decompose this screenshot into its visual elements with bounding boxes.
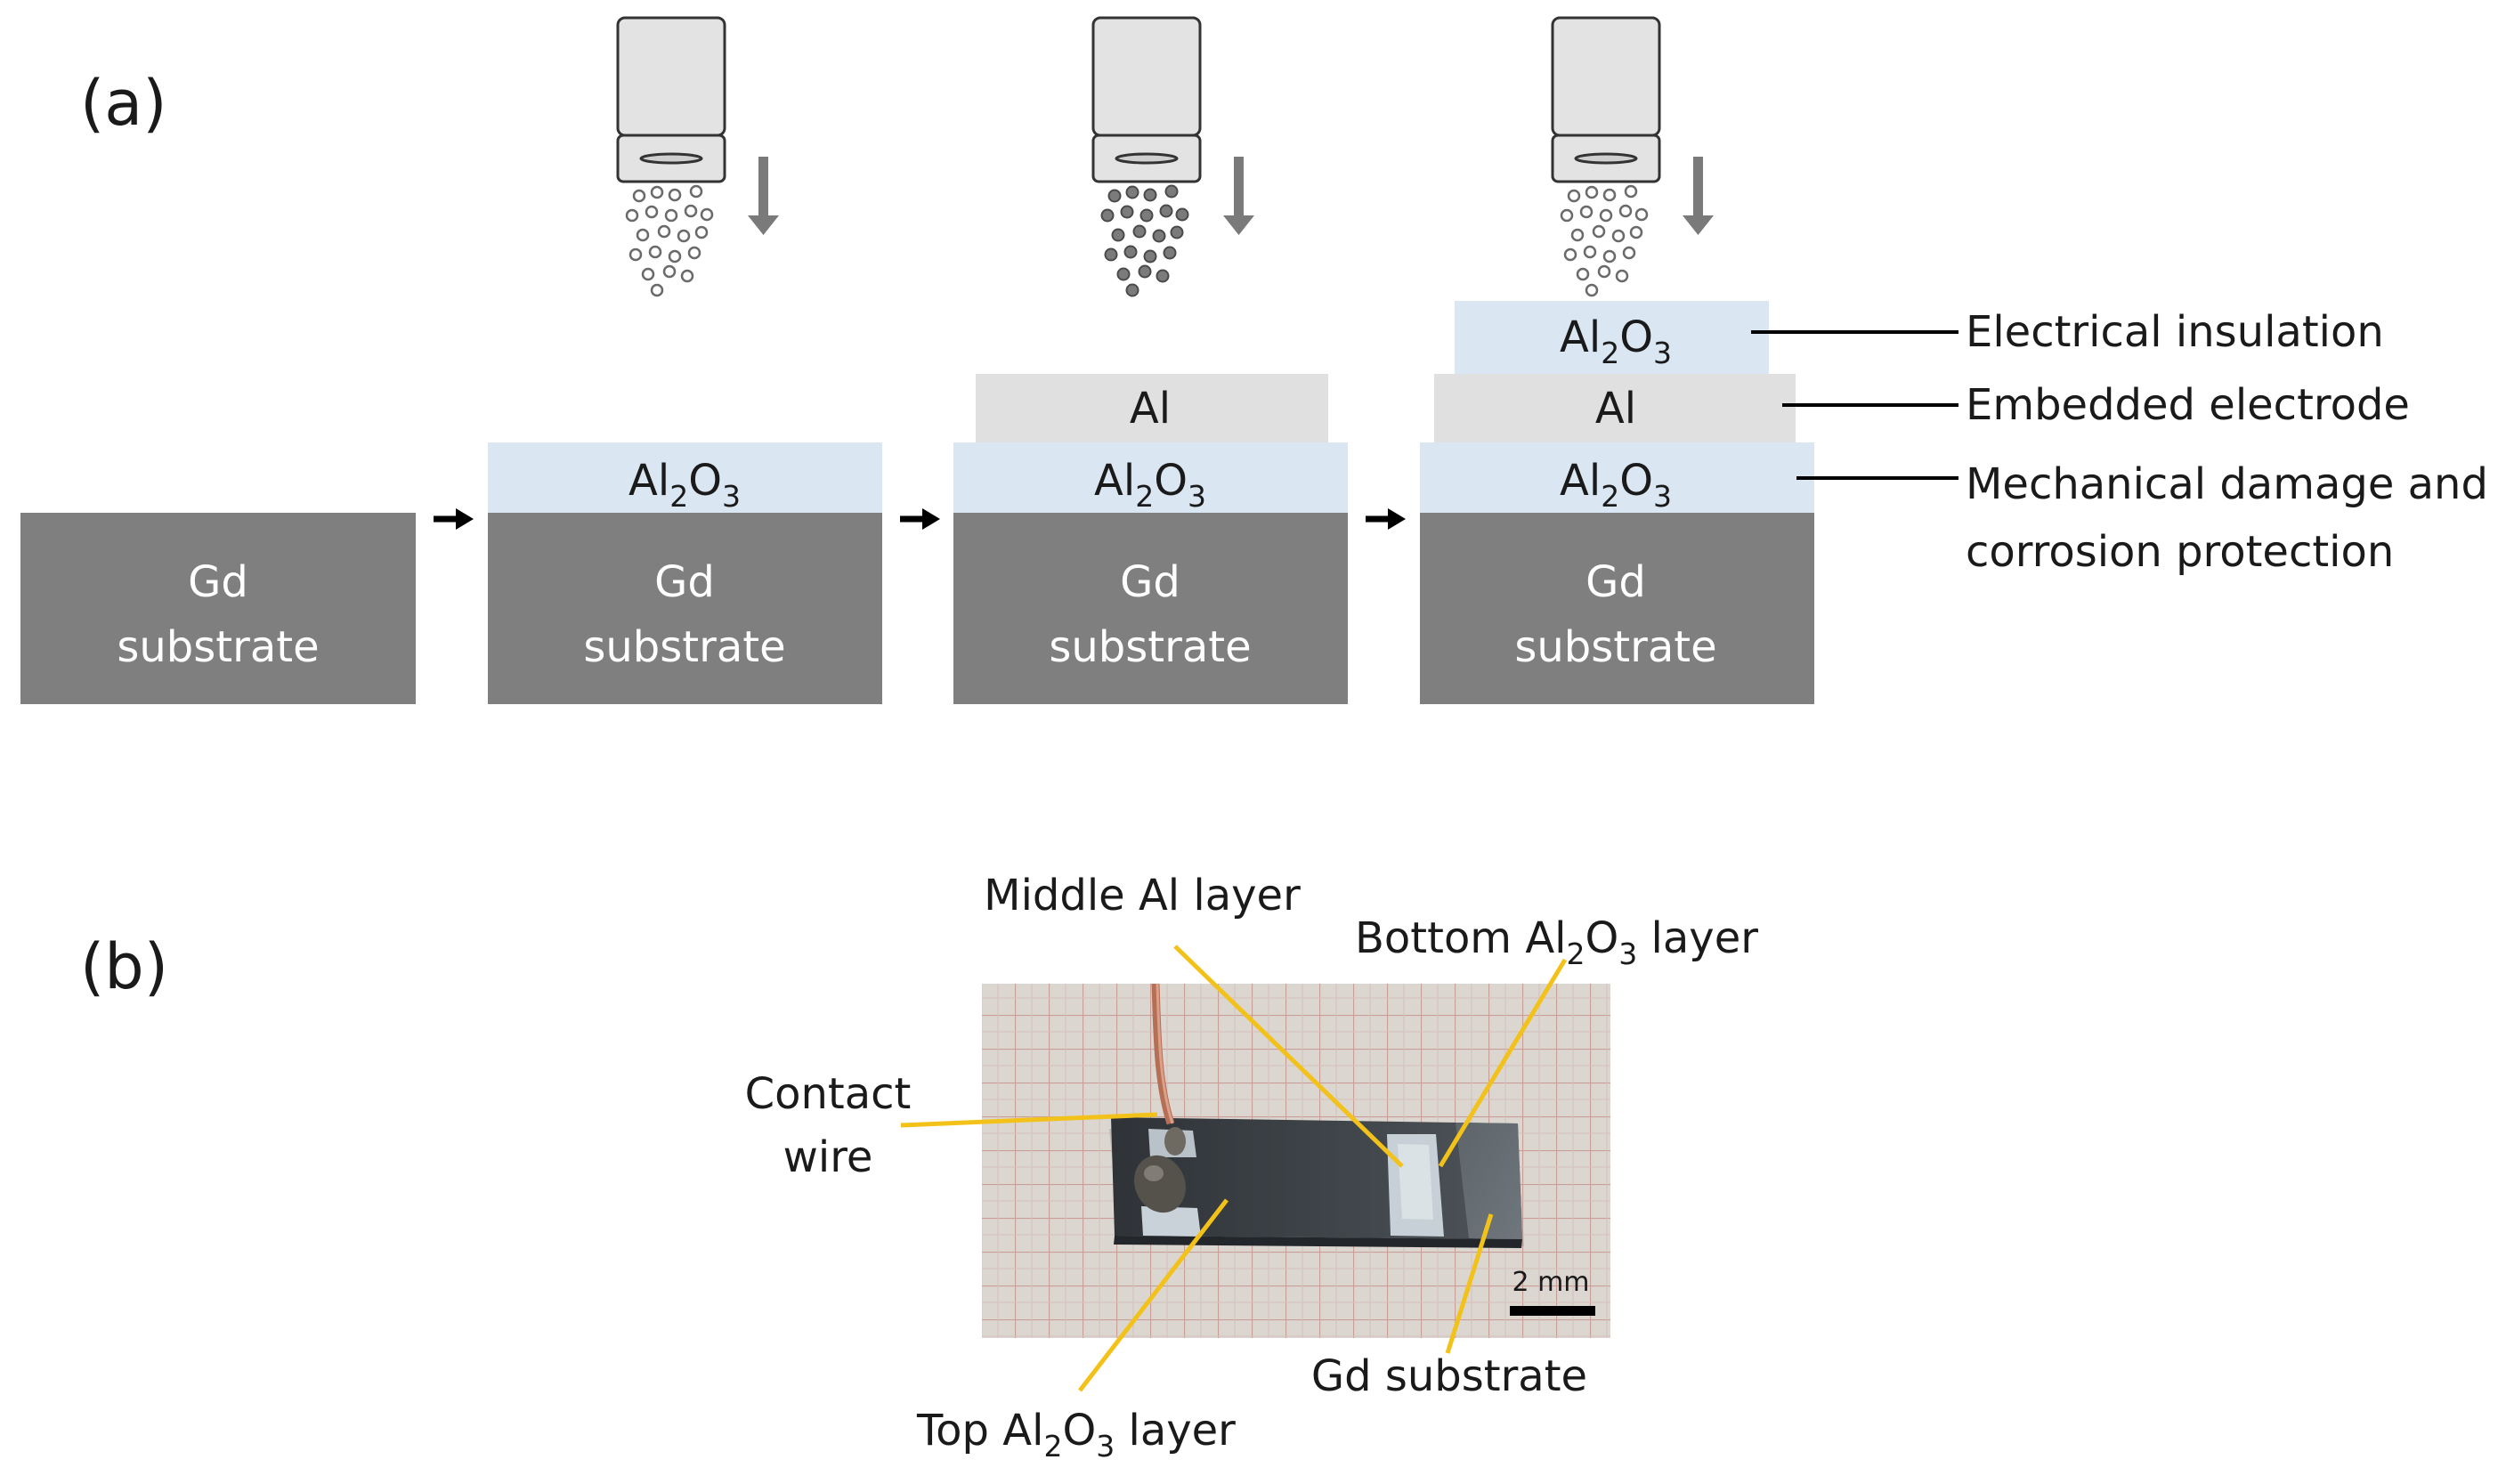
solder-blob-top bbox=[1164, 1127, 1186, 1156]
aluminum-label: Al bbox=[1130, 384, 1171, 434]
gd-substrate-block bbox=[953, 513, 1348, 704]
label-contact-line1: Contact bbox=[745, 1069, 912, 1119]
leader-top-alumina bbox=[1078, 1198, 1229, 1392]
leader-bottom-alumina bbox=[1438, 958, 1568, 1168]
substrate-label: substrate bbox=[117, 622, 319, 672]
panel-b-label: (b) bbox=[80, 930, 168, 1003]
substrate-label: substrate bbox=[583, 622, 785, 672]
substrate-label: substrate bbox=[1514, 622, 1716, 672]
label-gd-substrate: Gd substrate bbox=[1311, 1351, 1587, 1401]
leader-gd-substrate bbox=[1445, 1213, 1494, 1354]
stack-step-2: Al2O3 Gd substrate bbox=[488, 442, 882, 704]
substrate-label: substrate bbox=[1049, 622, 1251, 672]
annotation-protection-line2: corrosion protection bbox=[1966, 527, 2394, 577]
spray-nozzle-2 bbox=[1091, 16, 1254, 297]
gd-substrate-block bbox=[20, 513, 416, 704]
alumina-label: Al2O3 bbox=[1094, 456, 1206, 514]
leader-contact-wire bbox=[900, 1112, 1158, 1128]
aluminum-layer bbox=[1434, 374, 1796, 442]
gd-substrate-block bbox=[1420, 513, 1814, 704]
nozzle-orifice bbox=[639, 152, 703, 165]
layer-annotations: Electrical insulation Embedded electrode… bbox=[1751, 307, 2488, 577]
process-arrow-1 bbox=[434, 508, 474, 530]
spray-nozzle-3 bbox=[1551, 16, 1714, 297]
contact-wire-highlight bbox=[1156, 983, 1174, 1124]
process-arrow-3 bbox=[1366, 508, 1406, 530]
down-arrow-icon bbox=[1223, 157, 1254, 235]
stack-step-3: Al Al2O3 Gd substrate bbox=[953, 374, 1348, 704]
stack-step-4: Al2O3 Al Al2O3 Gd substrate bbox=[1420, 301, 1814, 704]
label-contact-line2: wire bbox=[783, 1132, 873, 1182]
process-arrow-2 bbox=[900, 508, 940, 530]
alumina-bottom-layer bbox=[488, 442, 882, 513]
label-bottom-alumina: Bottom Al2O3 layer bbox=[1355, 913, 1758, 971]
solder-blob-highlight bbox=[1144, 1165, 1164, 1181]
leader-middle-al bbox=[1173, 945, 1404, 1168]
nozzle-body bbox=[1551, 16, 1661, 137]
aluminum-layer bbox=[976, 374, 1328, 442]
spray-nozzle-1 bbox=[616, 16, 779, 297]
gd-label: Gd bbox=[1585, 557, 1646, 607]
annotation-protection-line1: Mechanical damage and bbox=[1966, 459, 2488, 509]
annotation-electrode: Embedded electrode bbox=[1966, 380, 2410, 430]
sample-front-edge bbox=[1114, 1236, 1522, 1248]
exposed-gd-end bbox=[1456, 1123, 1522, 1239]
alumina-label: Al2O3 bbox=[628, 456, 741, 514]
photo-leader-lines bbox=[900, 945, 1568, 1392]
particle-cloud-light bbox=[1560, 184, 1649, 297]
label-middle-al: Middle Al layer bbox=[984, 871, 1301, 920]
down-arrow-icon bbox=[1683, 157, 1714, 235]
label-top-alumina: Top Al2O3 layer bbox=[916, 1406, 1236, 1464]
photo-labels: Middle Al layer Bottom Al2O3 layer Conta… bbox=[745, 871, 1759, 1464]
stack-step-1: Gd substrate bbox=[20, 513, 416, 704]
gd-label: Gd bbox=[654, 557, 715, 607]
nozzle-orifice bbox=[1115, 152, 1179, 165]
nozzle-orifice bbox=[1574, 152, 1638, 165]
alumina-label: Al2O3 bbox=[1560, 456, 1672, 514]
annotation-insulation: Electrical insulation bbox=[1966, 307, 2384, 357]
alumina-top-layer bbox=[1455, 301, 1769, 374]
contact-wire bbox=[1151, 983, 1175, 1125]
nozzle-body bbox=[1091, 16, 1202, 137]
gd-label: Gd bbox=[188, 557, 248, 607]
nozzle-body bbox=[616, 16, 726, 137]
particle-cloud-light bbox=[625, 184, 714, 297]
particle-cloud-dark bbox=[1100, 184, 1189, 297]
gd-substrate-block bbox=[488, 513, 882, 704]
scale-bar-label: 2 mm bbox=[1512, 1267, 1589, 1298]
contact-pad-strip bbox=[1141, 1206, 1201, 1237]
middle-al-strip-highlight bbox=[1398, 1144, 1433, 1220]
down-arrow-icon bbox=[748, 157, 779, 235]
aluminum-label: Al bbox=[1595, 384, 1636, 434]
scale-bar bbox=[1510, 1306, 1595, 1316]
panel-a-label: (a) bbox=[80, 67, 167, 140]
alumina-bottom-layer bbox=[953, 442, 1348, 513]
alumina-label: Al2O3 bbox=[1560, 312, 1672, 370]
alumina-bottom-layer bbox=[1420, 442, 1814, 513]
gd-label: Gd bbox=[1120, 557, 1180, 607]
